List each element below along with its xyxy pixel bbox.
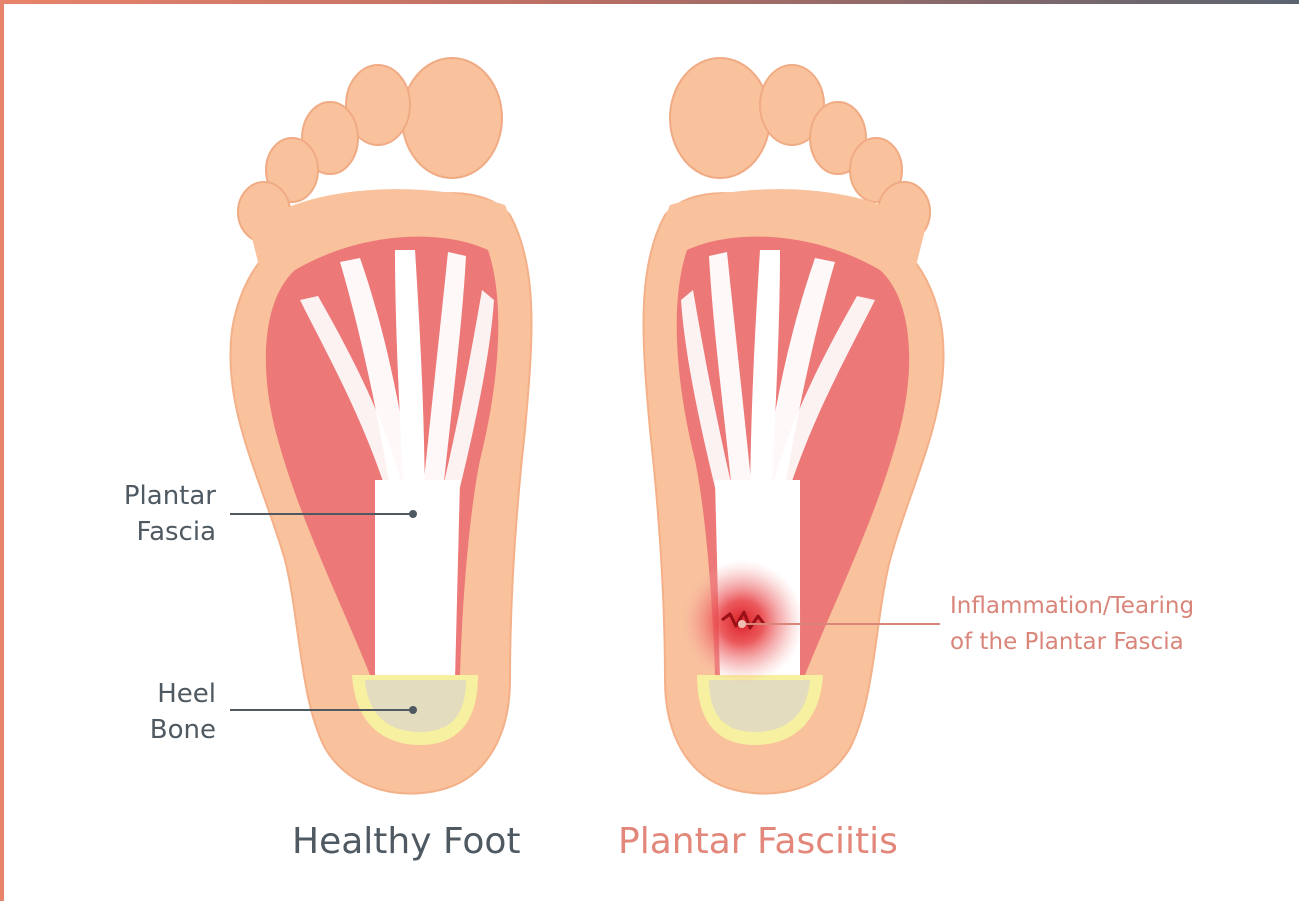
fasciitis-toe-big bbox=[670, 58, 770, 178]
heel-bone-label-line1: Heel bbox=[100, 676, 216, 712]
healthy-toe-big bbox=[402, 58, 502, 178]
inflammation-dot bbox=[738, 620, 746, 628]
heel-bone-label: Heel Bone bbox=[100, 676, 216, 748]
heel-bone-dot bbox=[409, 706, 417, 714]
fasciitis-foot bbox=[643, 58, 943, 794]
plantar-fascia-label-line2: Fascia bbox=[100, 514, 216, 550]
inflammation-label-line2: of the Plantar Fascia bbox=[950, 624, 1270, 660]
caption-plantar-fasciitis: Plantar Fasciitis bbox=[618, 818, 898, 866]
heel-bone-label-line2: Bone bbox=[100, 712, 216, 748]
inflammation-label: Inflammation/Tearing of the Plantar Fasc… bbox=[950, 588, 1270, 660]
healthy-foot bbox=[230, 58, 532, 794]
inflammation-label-line1: Inflammation/Tearing bbox=[950, 588, 1270, 624]
plantar-fascia-label-line1: Plantar bbox=[100, 478, 216, 514]
caption-healthy-foot: Healthy Foot bbox=[292, 818, 521, 866]
plantar-fascia-label: Plantar Fascia bbox=[100, 478, 216, 550]
plantar-fascia-dot bbox=[409, 510, 417, 518]
